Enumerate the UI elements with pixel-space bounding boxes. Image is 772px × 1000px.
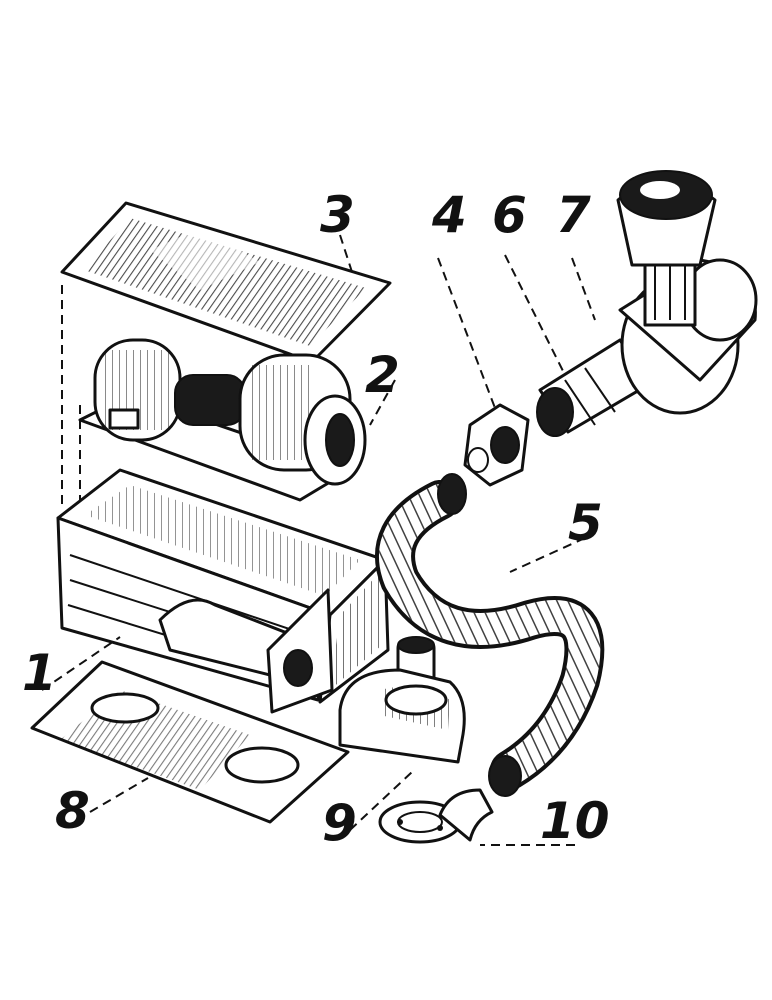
callout-1: 1	[22, 644, 57, 702]
callout-9: 9	[322, 794, 357, 852]
coupling	[463, 403, 530, 487]
callout-labels: 1 2 3 4 5 6 7 8 9 10	[22, 186, 610, 852]
intake-filter-assembly	[616, 170, 758, 415]
callout-8: 8	[55, 782, 90, 840]
base-gasket-plate	[30, 660, 350, 824]
top-filter-panel	[60, 201, 392, 364]
callout-3: 3	[320, 186, 355, 244]
callout-2: 2	[365, 346, 400, 404]
small-blower	[338, 636, 466, 764]
callout-7: 7	[556, 186, 591, 244]
leader-lines	[41, 234, 596, 846]
twin-blower-unit	[78, 338, 367, 502]
main-housing	[56, 468, 390, 714]
flexible-hose	[375, 473, 605, 797]
connector-sleeve	[536, 338, 650, 437]
callout-4: 4	[431, 186, 467, 244]
callout-6: 6	[492, 186, 527, 244]
elbow-fitting	[378, 788, 494, 844]
callout-5: 5	[568, 494, 603, 552]
callout-10: 10	[540, 792, 610, 850]
